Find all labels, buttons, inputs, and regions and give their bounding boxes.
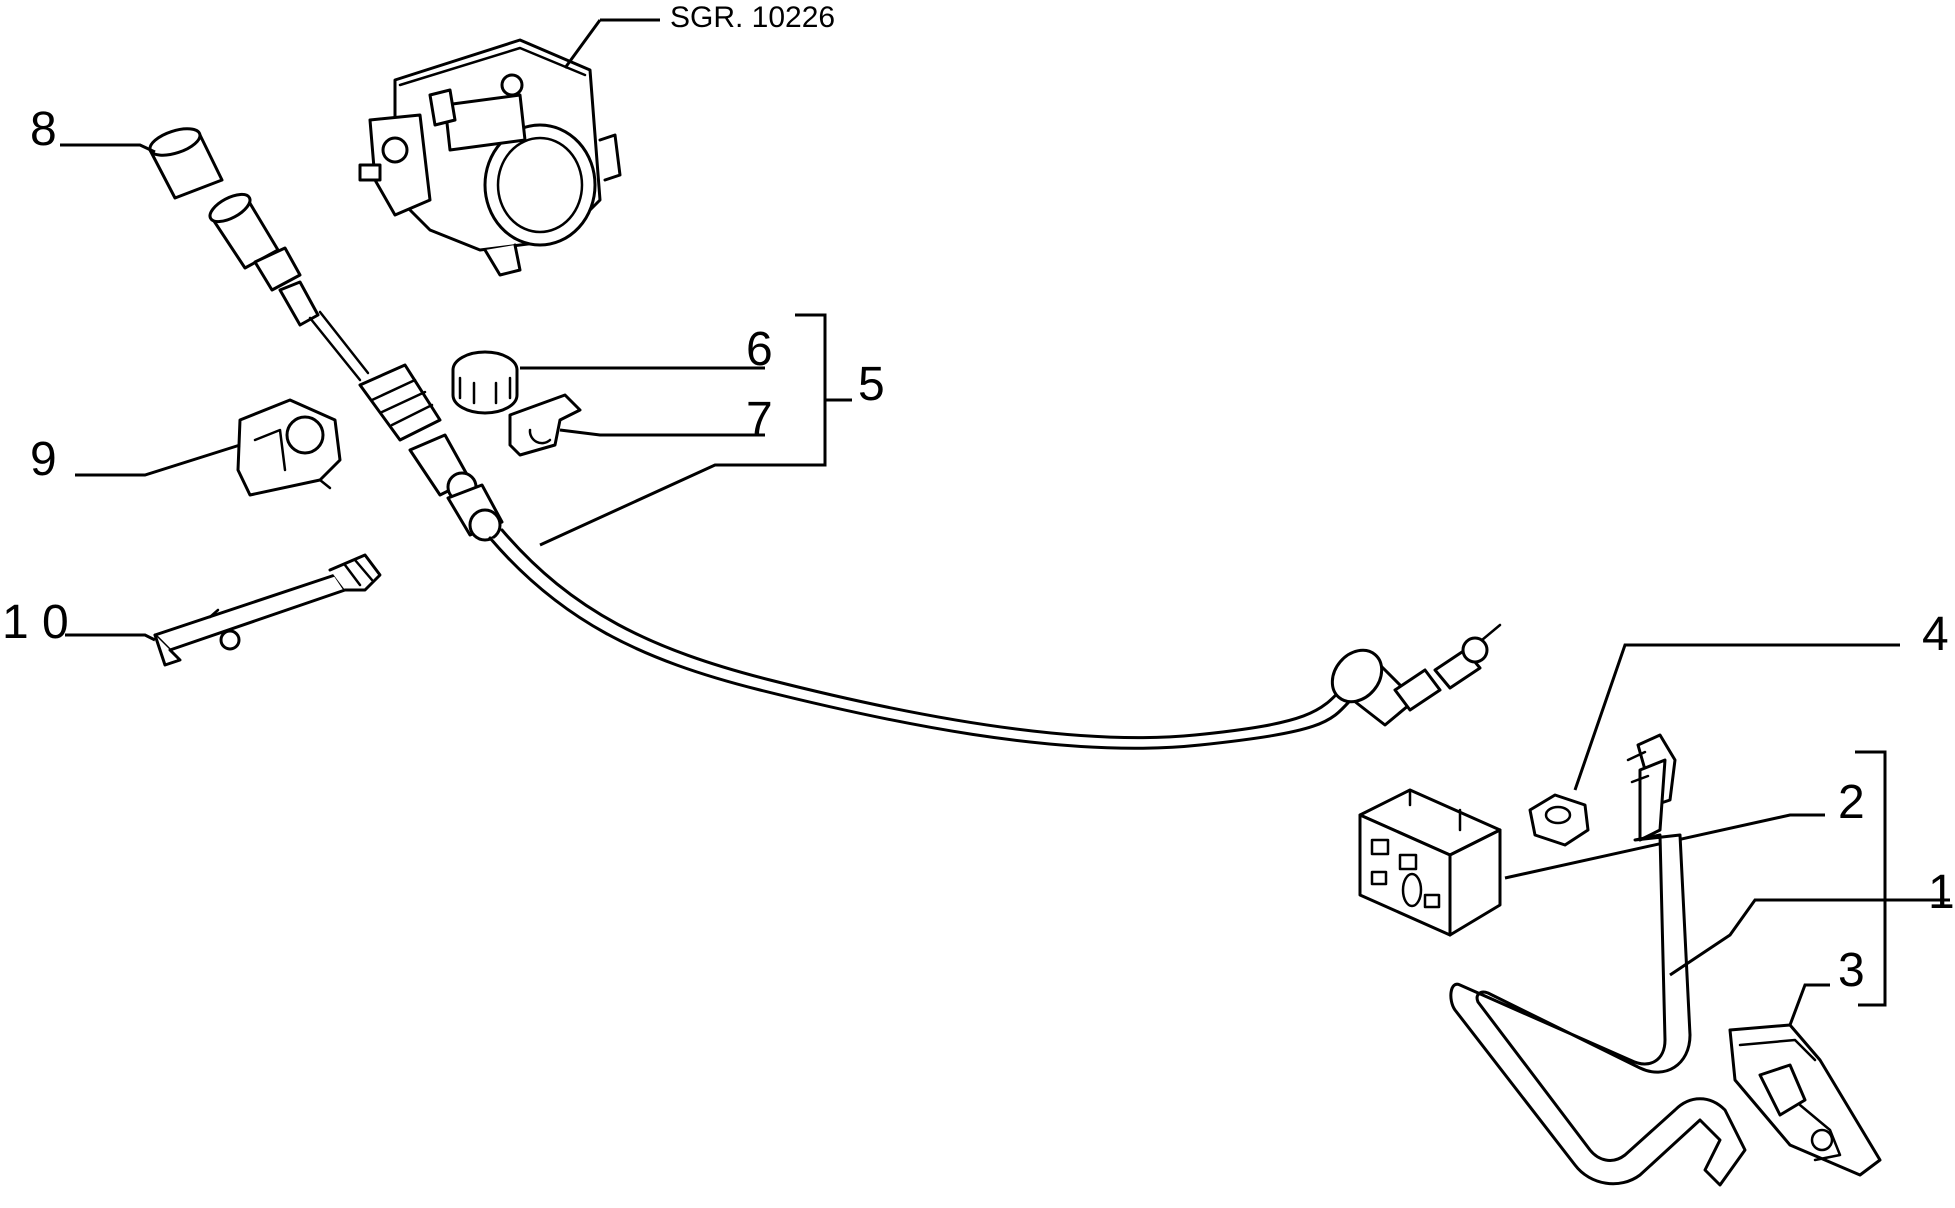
callout-9: 9	[30, 433, 57, 486]
part-8-end-cap	[148, 127, 224, 200]
leader-8	[60, 143, 156, 154]
part-6-grommet	[451, 350, 519, 415]
reference-code: SGR. 10226	[670, 1, 835, 34]
callout-6: 6	[746, 323, 773, 376]
callout-4: 4	[1922, 608, 1949, 661]
leader-reference	[563, 19, 602, 69]
part-7-clip	[508, 393, 582, 457]
part-3-pedal-pad	[1728, 1023, 1882, 1177]
part-10-support-bar	[153, 553, 382, 667]
callout-3: 3	[1838, 944, 1865, 997]
leader-7	[559, 428, 765, 437]
callout-1: 1	[1928, 866, 1955, 919]
bracket-1	[1855, 750, 1887, 1007]
leader-1	[1669, 898, 1950, 977]
callout-7: 7	[746, 393, 773, 446]
callout-2: 2	[1838, 776, 1865, 829]
callout-10: 1 0	[2, 596, 69, 649]
part-9-bracket	[236, 398, 342, 497]
part-4-nut	[1528, 793, 1590, 847]
bracket-5	[539, 313, 827, 547]
leader-4	[1573, 643, 1900, 791]
callout-5: 5	[858, 358, 885, 411]
part-2-pedal-pad	[1358, 788, 1502, 937]
accelerator-cable	[208, 192, 1502, 750]
leader-9	[75, 443, 241, 477]
leader-2	[1504, 813, 1825, 880]
callout-8: 8	[30, 103, 57, 156]
leader-10	[65, 633, 156, 642]
throttle-body	[358, 38, 622, 277]
leader-3	[1788, 983, 1830, 1026]
part-1-pedal-arm	[1449, 733, 1747, 1187]
